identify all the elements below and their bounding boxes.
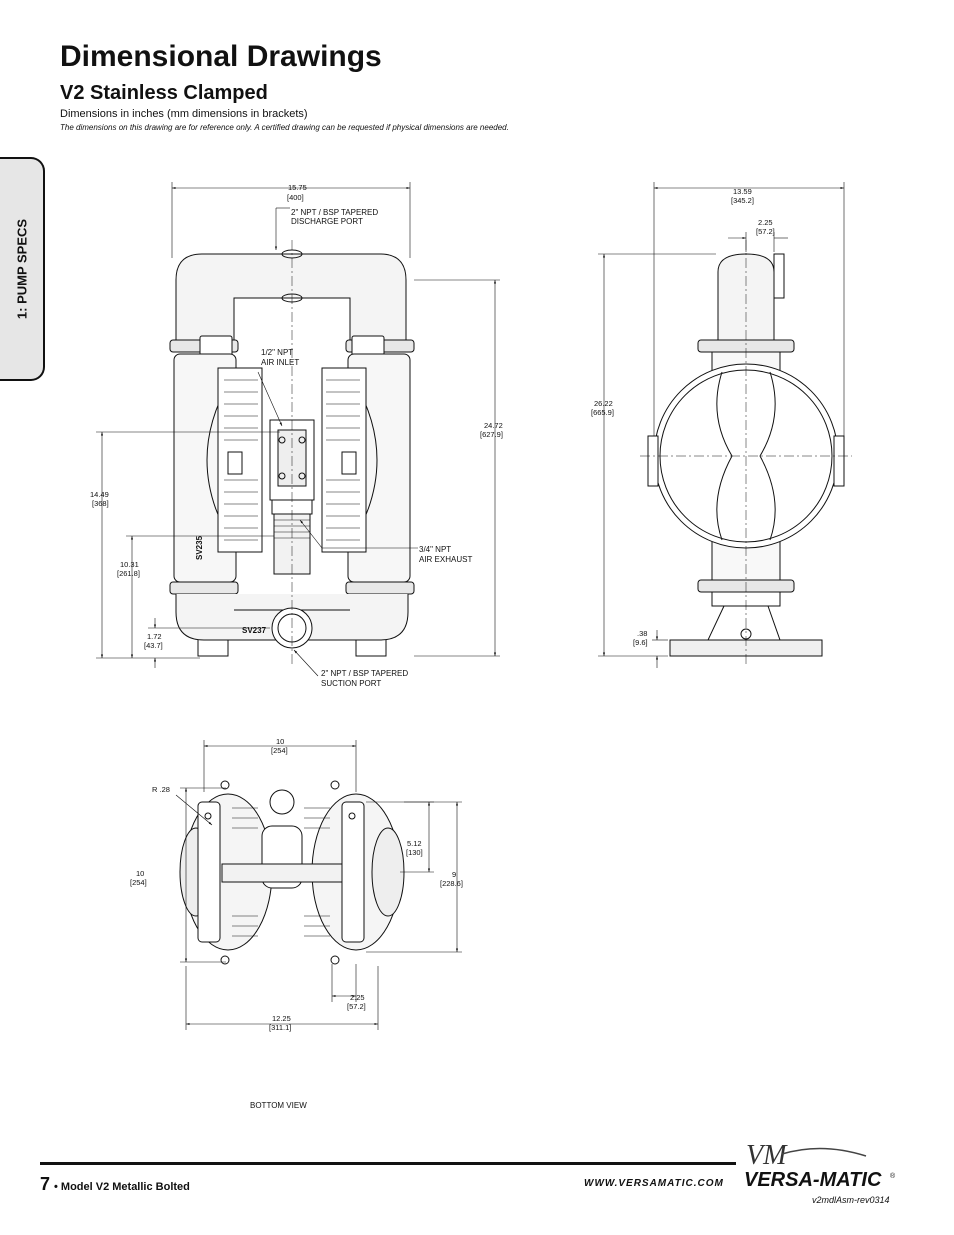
front-width-mm: [400] [287, 193, 304, 202]
footer-model: • Model V2 Metallic Bolted [54, 1181, 190, 1193]
side-height-in: 26.22 [594, 399, 613, 408]
bottom-radius: R .28 [152, 785, 170, 794]
exhaust-height-in: 10.31 [120, 560, 139, 569]
air-inlet-height-mm: [368] [92, 499, 109, 508]
side-width-in: 13.59 [733, 187, 752, 196]
bottom-view-caption: BOTTOM VIEW [250, 1101, 307, 1110]
port-offset-in: 2.25 [758, 218, 773, 227]
air-inlet-label-2: AIR INLET [261, 358, 299, 367]
logo-wordmark: VERSA-MATIC [744, 1169, 882, 1190]
side-dimensions [598, 182, 845, 668]
bottom-top-width-in: 10 [276, 737, 284, 746]
bottom-view [179, 780, 405, 965]
air-exhaust-label-2: AIR EXHAUST [419, 555, 472, 564]
units-note: Dimensions in inches (mm dimensions in b… [60, 108, 308, 120]
part-mark-chamber: SV235 [195, 535, 204, 560]
side-width-mm: [345.2] [731, 196, 754, 205]
air-inlet-label-1: 1/2" NPT [261, 348, 293, 357]
disclaimer: The dimensions on this drawing are for r… [60, 123, 509, 132]
overall-width-in: 12.25 [272, 1014, 291, 1023]
front-width-in: 15.75 [288, 183, 307, 192]
inner-offset-in: 5.12 [407, 839, 422, 848]
foot-offset-mm: [57.2] [347, 1002, 366, 1011]
exhaust-height-mm: [261.8] [117, 569, 140, 578]
versa-matic-logo: VM VERSA-MATIC ® [742, 1140, 912, 1195]
footer-rule [40, 1162, 736, 1165]
suction-label-1: 2" NPT / BSP TAPERED [321, 669, 408, 678]
air-inlet-height-in: 14.49 [90, 490, 109, 499]
side-height-mm: [665.9] [591, 408, 614, 417]
port-offset-mm: [57.2] [756, 227, 775, 236]
front-view [169, 240, 415, 664]
document-id: v2mdlAsm-rev0314 [812, 1195, 890, 1205]
base-thickness-mm: [9.6] [633, 638, 648, 647]
bottom-dimensions [175, 740, 462, 1030]
right-depth-in: 9 [452, 870, 456, 879]
front-height-in: 24.72 [484, 421, 503, 430]
page-number: 7 [40, 1174, 51, 1194]
suction-height-in: 1.72 [147, 632, 162, 641]
section-tab[interactable]: 1: PUMP SPECS [0, 157, 45, 381]
front-dimensions [96, 182, 500, 677]
bottom-depth-in: 10 [136, 869, 144, 878]
overall-width-mm: [311.1] [269, 1023, 291, 1032]
base-thickness-in: .38 [637, 629, 647, 638]
logo-registered: ® [890, 1172, 896, 1180]
foot-offset-in: 2.25 [350, 993, 365, 1002]
page-subtitle: V2 Stainless Clamped [60, 82, 268, 104]
footer-website[interactable]: WWW.VERSAMATIC.COM [584, 1178, 724, 1189]
suction-label-2: SUCTION PORT [321, 679, 381, 688]
discharge-label-2: DISCHARGE PORT [291, 217, 363, 226]
right-depth-mm: [228.6] [440, 879, 463, 888]
page-title: Dimensional Drawings [60, 40, 382, 73]
front-height-mm: [627.9] [480, 430, 503, 439]
part-mark-manifold: SV237 [242, 626, 267, 635]
inner-offset-mm: [130] [406, 848, 423, 857]
logo-mark: VM [746, 1140, 788, 1171]
suction-height-mm: [43.7] [144, 641, 163, 650]
air-exhaust-label-1: 3/4" NPT [419, 545, 451, 554]
side-view [640, 240, 852, 664]
bottom-top-width-mm: [254] [271, 746, 288, 755]
discharge-label-1: 2" NPT / BSP TAPERED [291, 208, 378, 217]
bottom-depth-mm: [254] [130, 878, 147, 887]
